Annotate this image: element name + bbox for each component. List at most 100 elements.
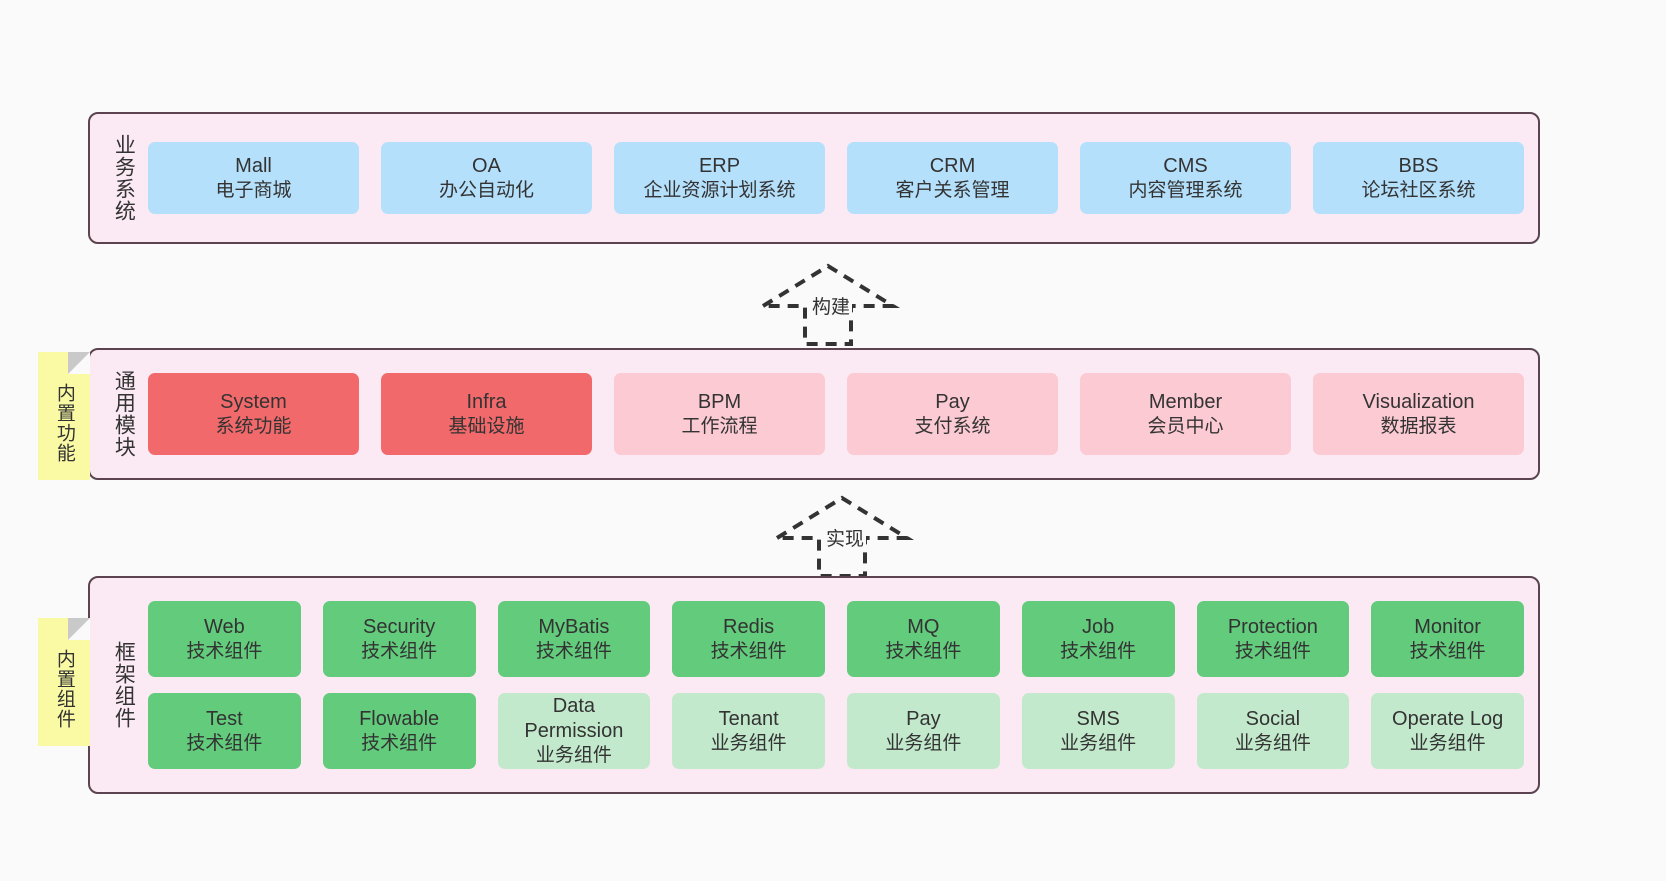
- node-row: Web 技术组件 Security 技术组件 MyBatis 技术组件 Redi…: [148, 601, 1524, 677]
- node-mall[interactable]: Mall 电子商城: [148, 142, 359, 214]
- node-title: MQ: [907, 615, 940, 638]
- node-job[interactable]: Job 技术组件: [1021, 601, 1175, 677]
- node-title: Security: [363, 615, 436, 638]
- node-title: Flowable: [359, 707, 440, 730]
- node-title: SMS: [1076, 707, 1120, 730]
- node-subtitle: 系统功能: [215, 415, 292, 437]
- note-built-in-components: 内置组件: [38, 618, 90, 746]
- node-flowable[interactable]: Flowable 技术组件: [322, 693, 476, 769]
- node-subtitle: 业务组件: [1234, 732, 1311, 754]
- node-subtitle: 技术组件: [1409, 640, 1486, 662]
- layer-label-business-systems: 业务系统: [112, 134, 136, 222]
- node-subtitle: 基础设施: [448, 415, 525, 437]
- node-subtitle: 电子商城: [215, 179, 292, 201]
- layer-label-common-modules: 通用模块: [112, 370, 136, 458]
- node-infra[interactable]: Infra 基础设施: [381, 373, 592, 455]
- node-subtitle: 支付系统: [914, 415, 991, 437]
- node-title: Pay: [906, 707, 941, 730]
- node-title: CRM: [929, 154, 976, 177]
- node-pay-module[interactable]: Pay 支付系统: [847, 373, 1058, 455]
- node-system[interactable]: System 系统功能: [148, 373, 359, 455]
- node-erp[interactable]: ERP 企业资源计划系统: [614, 142, 825, 214]
- node-member[interactable]: Member 会员中心: [1080, 373, 1291, 455]
- node-title: Monitor: [1414, 615, 1481, 638]
- node-web[interactable]: Web 技术组件: [148, 601, 301, 677]
- node-oa[interactable]: OA 办公自动化: [381, 142, 592, 214]
- layer-common-modules: 通用模块 System 系统功能 Infra 基础设施 BPM 工作流程 Pay…: [88, 348, 1540, 480]
- arrow-build-label: 构建: [810, 297, 853, 318]
- node-subtitle: 技术组件: [885, 640, 962, 662]
- node-title: BBS: [1398, 154, 1439, 177]
- node-subtitle: 技术组件: [1060, 640, 1137, 662]
- node-subtitle: 办公自动化: [438, 179, 534, 201]
- node-title: System: [220, 390, 287, 413]
- note-built-in-functions: 内置功能: [38, 352, 90, 480]
- node-title: Tenant: [718, 707, 779, 730]
- layer-body-framework-components: Web 技术组件 Security 技术组件 MyBatis 技术组件 Redi…: [146, 578, 1538, 792]
- node-row: System 系统功能 Infra 基础设施 BPM 工作流程 Pay 支付系统…: [148, 373, 1524, 455]
- node-title: Visualization: [1362, 390, 1475, 413]
- node-subtitle: 业务组件: [1060, 732, 1137, 754]
- node-subtitle: 技术组件: [535, 640, 612, 662]
- node-subtitle: 数据报表: [1380, 415, 1457, 437]
- node-title: Social: [1245, 707, 1301, 730]
- node-tenant[interactable]: Tenant 业务组件: [672, 693, 825, 769]
- node-data-permission[interactable]: Data Permission 业务组件: [497, 693, 651, 769]
- node-title: ERP: [698, 154, 741, 177]
- node-title: Redis: [723, 615, 775, 638]
- node-subtitle: 技术组件: [361, 732, 438, 754]
- node-title: Pay: [935, 390, 970, 413]
- node-subtitle: 工作流程: [681, 415, 758, 437]
- node-subtitle: 企业资源计划系统: [643, 179, 796, 201]
- node-subtitle: 技术组件: [186, 640, 263, 662]
- node-subtitle: 客户关系管理: [895, 179, 1010, 201]
- node-subtitle: 技术组件: [186, 732, 263, 754]
- arrow-build: 构建: [755, 262, 901, 348]
- layer-framework-components: 框架组件 Web 技术组件 Security 技术组件 MyBatis 技术组件…: [88, 576, 1540, 794]
- node-social[interactable]: Social 业务组件: [1196, 693, 1350, 769]
- node-crm[interactable]: CRM 客户关系管理: [847, 142, 1058, 214]
- node-subtitle: 技术组件: [710, 640, 787, 662]
- node-redis[interactable]: Redis 技术组件: [672, 601, 825, 677]
- node-title: BPM: [697, 390, 742, 413]
- node-bbs[interactable]: BBS 论坛社区系统: [1313, 142, 1524, 214]
- node-title: Data Permission: [524, 695, 624, 743]
- node-row: Mall 电子商城 OA 办公自动化 ERP 企业资源计划系统 CRM 客户关系…: [148, 142, 1524, 214]
- layer-body-business-systems: Mall 电子商城 OA 办公自动化 ERP 企业资源计划系统 CRM 客户关系…: [146, 114, 1538, 242]
- node-title: Job: [1082, 615, 1115, 638]
- node-title: Operate Log: [1392, 707, 1504, 730]
- node-subtitle: 内容管理系统: [1128, 179, 1243, 201]
- node-title: MyBatis: [538, 615, 610, 638]
- node-subtitle: 论坛社区系统: [1361, 179, 1476, 201]
- node-pay-component[interactable]: Pay 业务组件: [847, 693, 1000, 769]
- node-bpm[interactable]: BPM 工作流程: [614, 373, 825, 455]
- node-mq[interactable]: MQ 技术组件: [847, 601, 1000, 677]
- layer-business-systems: 业务系统 Mall 电子商城 OA 办公自动化 ERP 企业资源计划系统 CRM…: [88, 112, 1540, 244]
- node-subtitle: 会员中心: [1147, 415, 1224, 437]
- node-security[interactable]: Security 技术组件: [322, 601, 476, 677]
- node-title: Test: [206, 707, 243, 730]
- node-title: Web: [203, 615, 245, 638]
- node-cms[interactable]: CMS 内容管理系统: [1080, 142, 1291, 214]
- node-protection[interactable]: Protection 技术组件: [1196, 601, 1350, 677]
- node-visualization[interactable]: Visualization 数据报表: [1313, 373, 1524, 455]
- node-sms[interactable]: SMS 业务组件: [1021, 693, 1175, 769]
- node-title: Mall: [235, 154, 272, 177]
- node-row: Test 技术组件 Flowable 技术组件 Data Permission …: [148, 693, 1524, 769]
- node-title: Infra: [466, 390, 507, 413]
- node-subtitle: 业务组件: [885, 732, 962, 754]
- layer-body-common-modules: System 系统功能 Infra 基础设施 BPM 工作流程 Pay 支付系统…: [146, 350, 1538, 478]
- arrow-realize: 实现: [769, 494, 915, 580]
- node-test[interactable]: Test 技术组件: [148, 693, 301, 769]
- node-title: OA: [472, 154, 501, 177]
- layer-label-framework-components: 框架组件: [112, 641, 136, 729]
- node-title: CMS: [1163, 154, 1208, 177]
- node-mybatis[interactable]: MyBatis 技术组件: [497, 601, 651, 677]
- node-operate-log[interactable]: Operate Log 业务组件: [1371, 693, 1524, 769]
- node-monitor[interactable]: Monitor 技术组件: [1371, 601, 1524, 677]
- node-subtitle: 技术组件: [361, 640, 438, 662]
- node-title: Member: [1148, 390, 1223, 413]
- node-subtitle: 业务组件: [1409, 732, 1486, 754]
- node-subtitle: 业务组件: [710, 732, 787, 754]
